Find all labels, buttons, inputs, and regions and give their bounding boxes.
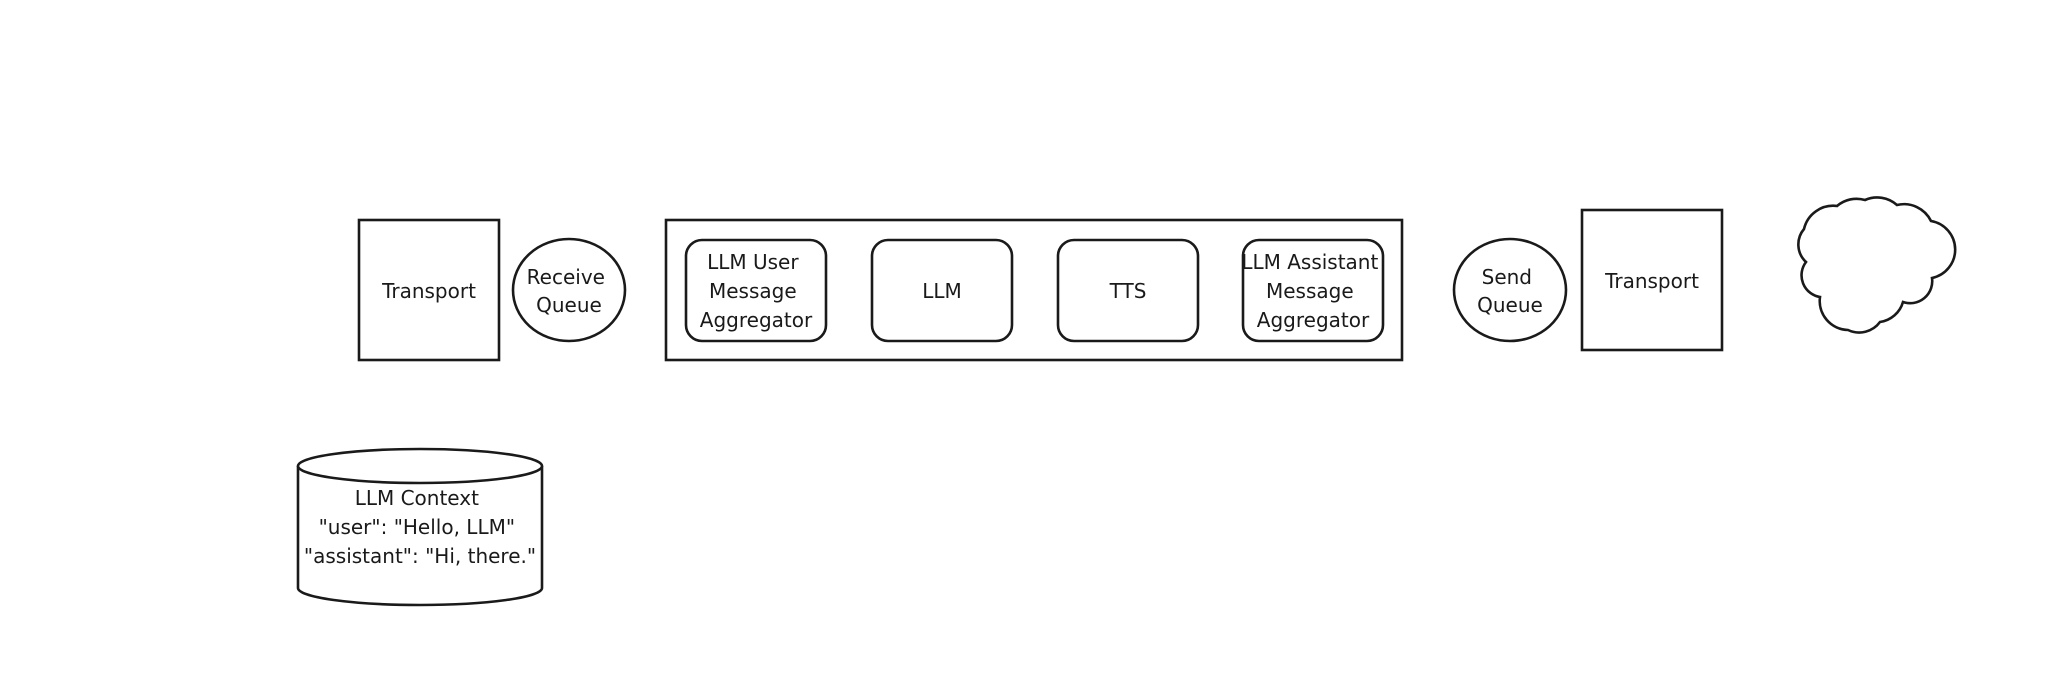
transport-output-node: Transport — [1580, 208, 1724, 352]
context-entry-user: "user": "Hello, LLM" — [319, 515, 515, 539]
send-queue-line: Queue — [1477, 293, 1543, 317]
processor-label-line: LLM User — [707, 250, 799, 274]
processor-label: LLM — [922, 279, 962, 303]
svg-text:LLM User Message: LLM User Message Aggregator — [700, 250, 813, 332]
processor-label-line: Aggregator — [1257, 308, 1370, 332]
transport-output-label: Transport — [1604, 269, 1699, 293]
receive-queue-line: Receive — [527, 265, 605, 289]
transport-input-label: Transport — [381, 279, 476, 303]
context-entry-assistant: "assistant": "Hi, there." — [304, 544, 536, 568]
send-queue-node: Send Queue — [1452, 237, 1568, 343]
svg-text:LLM Context "user": "Hel: LLM Context "user": "Hello, LLM" "assist… — [304, 486, 536, 568]
processor-tts: TTS — [1056, 238, 1200, 343]
processor-label-line: Message — [1266, 279, 1354, 303]
receive-queue-node: Receive Queue — [511, 237, 627, 343]
receive-queue-line: Queue — [536, 293, 602, 317]
transport-input-node: Transport — [357, 218, 501, 362]
processor-llm-user-aggregator: LLM User Message Aggregator — [684, 238, 828, 343]
llm-context-store: LLM Context "user": "Hello, LLM" "assist… — [296, 447, 544, 607]
cloud-icon — [1797, 196, 1957, 334]
processor-label-line: Message — [709, 279, 797, 303]
svg-text:Send Queue: Send Queue — [1477, 265, 1543, 317]
processor-llm-assistant-aggregator: LLM Assistant Message Aggregator — [1241, 238, 1385, 343]
pipeline-container: LLM User Message Aggregator LLM TTS LLM … — [664, 218, 1404, 362]
processor-label-line: LLM Assistant — [1241, 250, 1378, 274]
send-queue-line: Send — [1482, 265, 1532, 289]
svg-text:Receive Queue: Receive Queue — [527, 265, 612, 317]
context-title: LLM Context — [355, 486, 479, 510]
processor-label-line: Aggregator — [700, 308, 813, 332]
svg-text:LLM Assistant Message: LLM Assistant Message Aggregator — [1241, 250, 1384, 332]
processor-label: TTS — [1109, 279, 1147, 303]
processor-llm: LLM — [870, 238, 1014, 343]
